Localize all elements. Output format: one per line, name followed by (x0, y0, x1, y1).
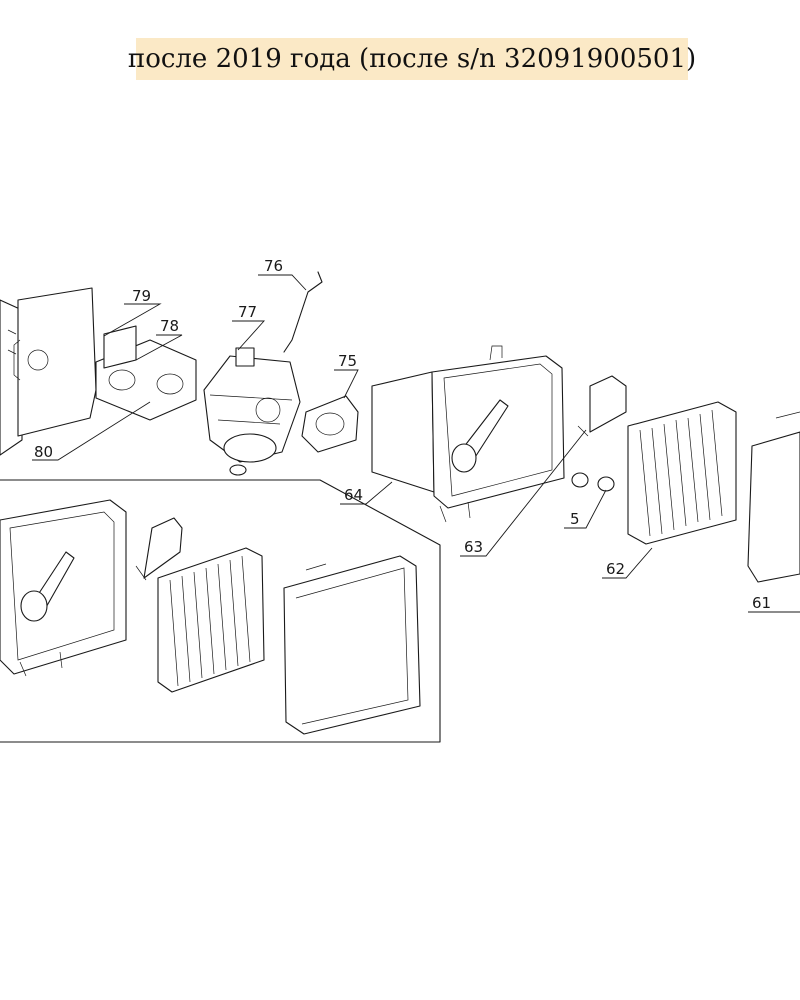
part-63-bracket (577, 375, 627, 437)
part-76-throttle-rod (283, 271, 323, 353)
alt-filter-cover (283, 555, 421, 735)
label-part-75: 75 (338, 352, 357, 370)
part-labels: 76 79 77 78 75 80 64 5 63 62 61 (34, 257, 771, 612)
part-5-nuts (571, 472, 615, 492)
label-part-5: 5 (570, 510, 580, 528)
label-part-77: 77 (238, 303, 257, 321)
alt-air-filter-housing (0, 499, 127, 677)
part-80-plate (0, 299, 23, 456)
label-part-63: 63 (464, 538, 483, 556)
alternate-version-frame (0, 479, 441, 743)
part-61-filter-cover (747, 411, 800, 583)
leader-lines (32, 274, 800, 613)
part-78-gasket (95, 325, 197, 421)
part-75-gasket (301, 395, 359, 453)
label-part-78: 78 (160, 317, 179, 335)
part-64-air-filter-housing (371, 345, 565, 523)
label-part-79: 79 (132, 287, 151, 305)
part-79-heat-shield (13, 287, 97, 437)
part-62-filter-element (627, 401, 737, 545)
page-title: после 2019 года (после s/n 32091900501) (128, 38, 696, 80)
label-part-61: 61 (752, 594, 771, 612)
alt-bracket (135, 517, 183, 581)
label-part-76: 76 (264, 257, 283, 275)
label-part-80: 80 (34, 443, 53, 461)
label-part-64: 64 (344, 486, 363, 504)
part-77-carburetor (203, 347, 301, 476)
label-part-62: 62 (606, 560, 625, 578)
alt-filter-element (157, 547, 265, 693)
